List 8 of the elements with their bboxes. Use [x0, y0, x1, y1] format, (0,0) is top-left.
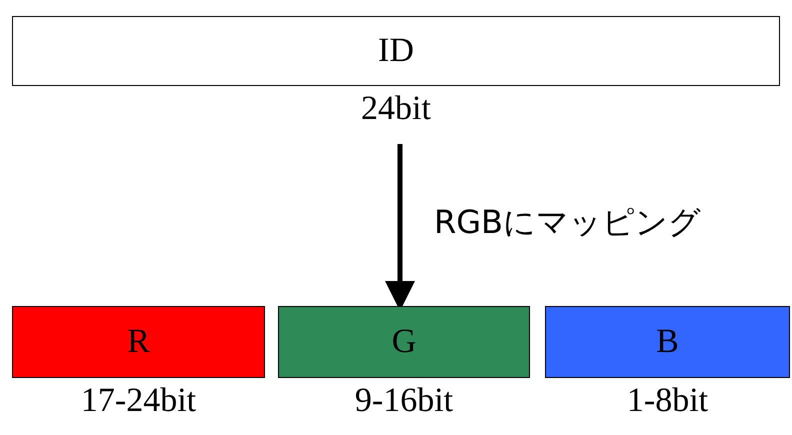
color-box: G — [278, 306, 530, 378]
bit-label: 17-24bit — [80, 382, 198, 420]
bit-label: 1-8bit — [626, 382, 710, 420]
color-box: B — [545, 306, 790, 378]
bit-label: 24bit — [360, 90, 432, 128]
color-box: R — [12, 306, 265, 378]
bit-label: 9-16bit — [354, 382, 454, 420]
id-box: ID — [12, 16, 780, 86]
